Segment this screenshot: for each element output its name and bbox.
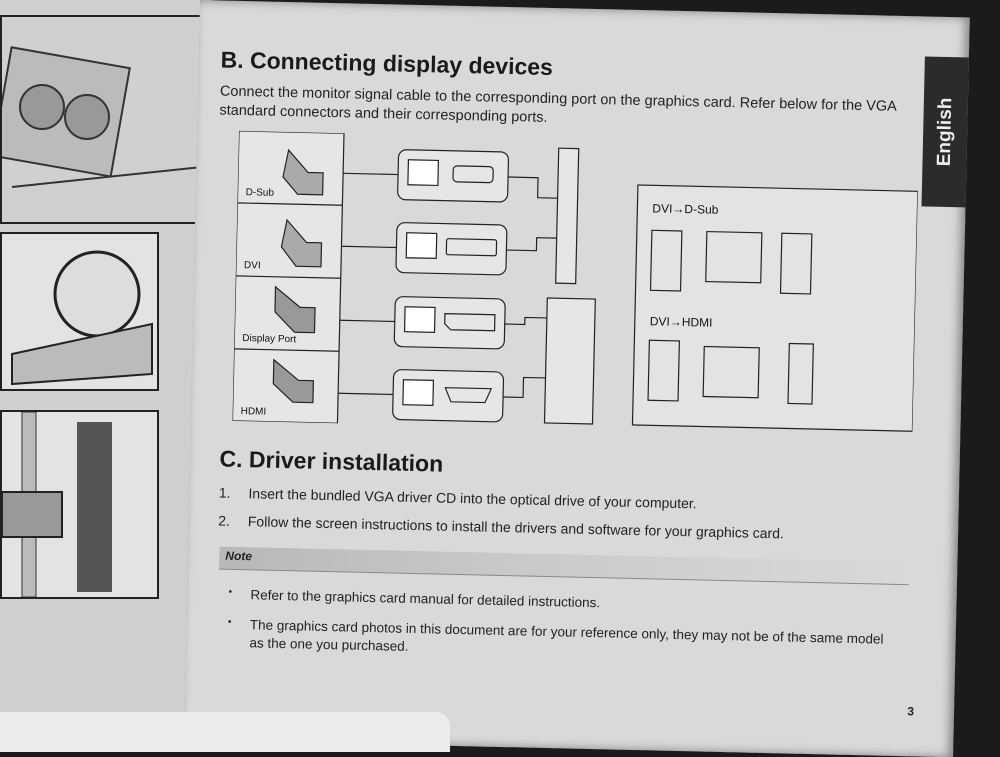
connector-label-hdmi: HDMI	[241, 406, 267, 418]
note-label: Note	[225, 548, 253, 564]
connector-label-dsub: D-Sub	[246, 187, 275, 199]
note-list: Refer to the graphics card manual for de…	[225, 586, 887, 679]
list-item: The graphics card photos in this documen…	[225, 616, 886, 667]
list-item: Refer to the graphics card manual for de…	[226, 586, 886, 619]
list-item: 2. Follow the screen instructions to inst…	[218, 513, 868, 544]
adapter-label-dvi-dsub: DVI→D-Sub	[652, 201, 719, 217]
graphics-card-illustration	[0, 15, 209, 224]
connector-diagram: D-Sub DVI Display Port HDMI DVI→D-Sub DV…	[232, 130, 919, 432]
step-text: Insert the bundled VGA driver CD into th…	[248, 485, 697, 512]
section-b-intro: Connect the monitor signal cable to the …	[219, 83, 897, 126]
step-number: 2.	[218, 512, 231, 529]
list-item: 1. Insert the bundled VGA driver CD into …	[219, 485, 869, 516]
language-tab: English	[921, 56, 969, 208]
connector-label-dvi: DVI	[244, 260, 261, 271]
section-b-title: B. Connecting display devices	[220, 46, 554, 81]
language-label: English	[933, 97, 956, 167]
foreground-object	[0, 712, 450, 752]
driver-steps: 1. Insert the bundled VGA driver CD into …	[218, 485, 869, 556]
step-text: Follow the screen instructions to instal…	[247, 513, 785, 542]
adapter-label-dvi-hdmi: DVI→HDMI	[650, 314, 713, 329]
manual-page: English B. Connecting display devices Co…	[183, 0, 970, 757]
section-c-title: C. Driver installation	[219, 445, 444, 477]
card-installation-illustration	[0, 232, 159, 391]
previous-page	[0, 0, 212, 750]
power-connector-illustration	[0, 410, 159, 599]
page-number: 3	[907, 704, 915, 719]
connector-label-displayport: Display Port	[242, 333, 296, 345]
step-number: 1.	[218, 484, 231, 501]
